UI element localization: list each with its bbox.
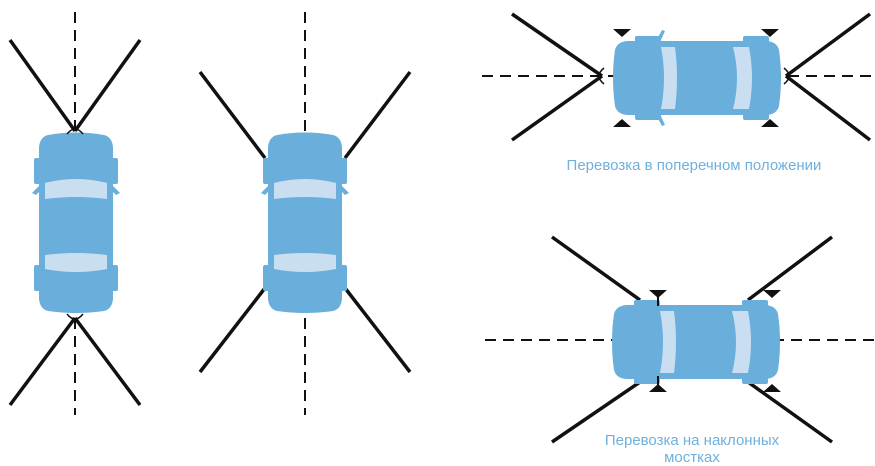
wheel-chock bbox=[649, 384, 667, 392]
hook bbox=[66, 313, 84, 320]
mirror bbox=[656, 30, 665, 42]
hook bbox=[783, 67, 790, 85]
strap bbox=[550, 235, 642, 302]
strap bbox=[511, 12, 603, 78]
caption-ramps-line2: мостках bbox=[664, 449, 720, 466]
wheel-chock bbox=[761, 119, 779, 127]
strap bbox=[510, 74, 604, 142]
strap bbox=[8, 38, 77, 133]
strap bbox=[784, 74, 872, 142]
wheel-chock bbox=[761, 29, 779, 37]
strap bbox=[746, 380, 834, 444]
strap bbox=[746, 235, 834, 302]
strap bbox=[73, 316, 142, 407]
wheel-chock bbox=[763, 384, 781, 392]
strap bbox=[784, 12, 872, 78]
strap bbox=[343, 70, 412, 160]
strap bbox=[198, 286, 267, 374]
wheel-chock bbox=[613, 29, 631, 37]
car-on-ramps bbox=[485, 235, 875, 444]
car-longitudinal-crossed bbox=[8, 12, 142, 415]
wheel-chock bbox=[613, 119, 631, 127]
wheel-chock bbox=[649, 290, 667, 298]
wheel-chock bbox=[763, 290, 781, 298]
car-transverse bbox=[482, 12, 875, 142]
hook bbox=[598, 67, 605, 85]
strap bbox=[8, 316, 77, 407]
strap bbox=[73, 38, 142, 133]
strap bbox=[198, 70, 267, 160]
car-longitudinal-side bbox=[198, 12, 412, 415]
caption-ramps-line1: Перевозка на наклонных bbox=[605, 432, 780, 449]
mirror bbox=[656, 114, 665, 126]
strap bbox=[551, 380, 641, 444]
hook bbox=[66, 128, 84, 135]
caption-transverse: Перевозка в поперечном положении bbox=[567, 157, 822, 174]
strap bbox=[343, 286, 412, 374]
